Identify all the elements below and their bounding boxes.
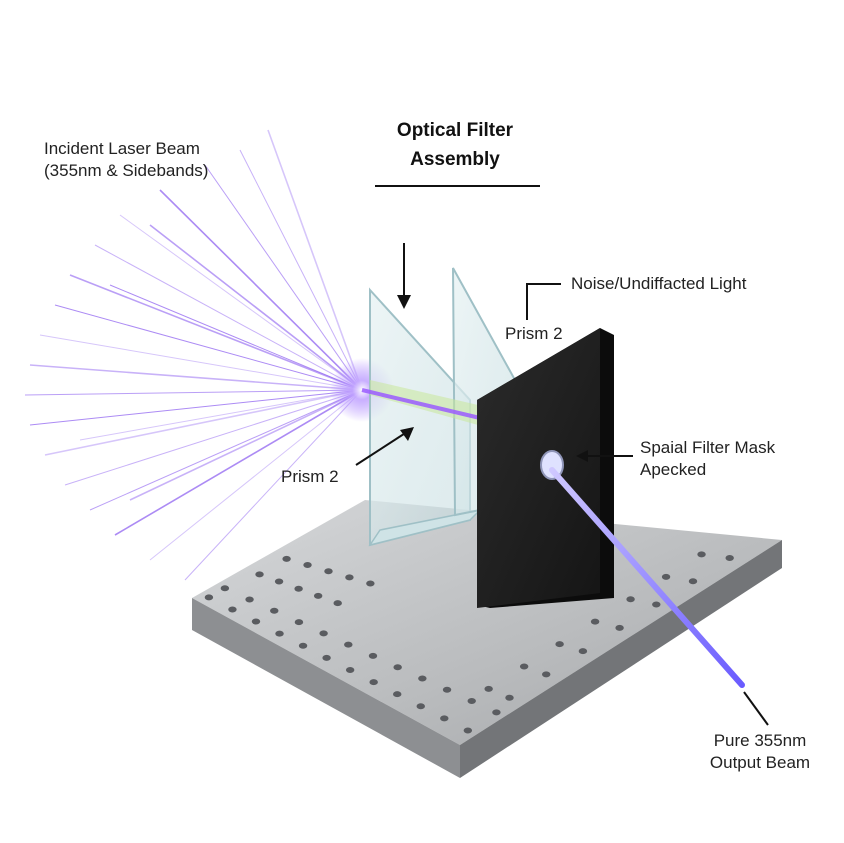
breadboard-hole bbox=[662, 574, 670, 580]
breadboard-hole bbox=[505, 695, 513, 701]
breadboard-hole bbox=[221, 585, 229, 591]
breadboard-hole bbox=[252, 619, 260, 625]
incident-ray bbox=[205, 165, 362, 390]
breadboard-hole bbox=[520, 664, 528, 670]
title-line-2: Assembly bbox=[360, 145, 550, 174]
title-line-1: Optical Filter bbox=[360, 116, 550, 145]
breadboard-hole bbox=[725, 555, 733, 561]
breadboard-hole bbox=[319, 630, 327, 636]
breadboard-hole bbox=[275, 579, 283, 585]
breadboard-hole bbox=[468, 698, 476, 704]
breadboard-hole bbox=[275, 631, 283, 637]
incident-ray bbox=[25, 390, 362, 395]
incident-ray bbox=[45, 390, 362, 455]
incident-ray bbox=[268, 130, 362, 390]
output-label-line-1: Pure 355nm bbox=[690, 730, 830, 752]
breadboard-hole bbox=[205, 594, 213, 600]
breadboard-hole bbox=[346, 667, 354, 673]
prism-lower-label: Prism 2 bbox=[281, 466, 339, 488]
breadboard-hole bbox=[245, 597, 253, 603]
breadboard-hole bbox=[270, 608, 278, 614]
incident-ray bbox=[95, 245, 362, 390]
noise-leader-line bbox=[527, 284, 561, 320]
incident-ray bbox=[150, 225, 362, 390]
breadboard-hole bbox=[626, 596, 634, 602]
breadboard-hole bbox=[484, 686, 492, 692]
breadboard-hole bbox=[440, 715, 448, 721]
breadboard-hole bbox=[324, 568, 332, 574]
breadboard-hole bbox=[464, 728, 472, 734]
spatial-filter-label: Spaial Filter Mask Apecked bbox=[640, 437, 775, 481]
incident-ray bbox=[55, 305, 362, 390]
breadboard-hole bbox=[366, 581, 374, 587]
output-beam-label: Pure 355nm Output Beam bbox=[690, 730, 830, 774]
breadboard-hole bbox=[615, 625, 623, 631]
breadboard-hole bbox=[418, 675, 426, 681]
mask-label-line-2: Apecked bbox=[640, 459, 775, 481]
incident-beam-label: Incident Laser Beam (355nm & Sidebands) bbox=[44, 138, 208, 182]
breadboard-hole bbox=[542, 671, 550, 677]
breadboard-hole bbox=[417, 703, 425, 709]
incident-label-line-1: Incident Laser Beam bbox=[44, 138, 208, 160]
breadboard-hole bbox=[334, 600, 342, 606]
prism-upper-label: Prism 2 bbox=[505, 323, 563, 345]
incident-ray bbox=[160, 190, 362, 390]
breadboard-hole bbox=[579, 648, 587, 654]
incident-ray bbox=[90, 390, 362, 510]
breadboard-hole bbox=[393, 691, 401, 697]
breadboard-hole bbox=[228, 606, 236, 612]
breadboard-hole bbox=[689, 578, 697, 584]
breadboard-hole bbox=[282, 556, 290, 562]
breadboard-hole bbox=[295, 619, 303, 625]
breadboard-hole bbox=[345, 574, 353, 580]
diagram-title: Optical Filter Assembly bbox=[360, 116, 550, 174]
incident-ray bbox=[120, 215, 362, 390]
breadboard-hole bbox=[299, 643, 307, 649]
incident-ray bbox=[240, 150, 362, 390]
breadboard-hole bbox=[255, 571, 263, 577]
breadboard-hole bbox=[393, 664, 401, 670]
breadboard-hole bbox=[652, 602, 660, 608]
breadboard-hole bbox=[344, 642, 352, 648]
breadboard-hole bbox=[322, 655, 330, 661]
breadboard-hole bbox=[591, 619, 599, 625]
breadboard-hole bbox=[492, 709, 500, 715]
breadboard-hole bbox=[369, 679, 377, 685]
mask-label-line-1: Spaial Filter Mask bbox=[640, 437, 775, 459]
breadboard-hole bbox=[697, 551, 705, 557]
breadboard-hole bbox=[303, 562, 311, 568]
breadboard-hole bbox=[314, 593, 322, 599]
breadboard-hole bbox=[369, 653, 377, 659]
assembly-pointer-arrow bbox=[397, 243, 411, 309]
output-leader-line bbox=[744, 692, 768, 725]
output-label-line-2: Output Beam bbox=[690, 752, 830, 774]
breadboard-hole bbox=[443, 687, 451, 693]
noise-label: Noise/Undiffacted Light bbox=[571, 273, 746, 295]
incident-laser-rays bbox=[25, 130, 362, 580]
incident-label-line-2: (355nm & Sidebands) bbox=[44, 160, 208, 182]
breadboard-hole bbox=[555, 641, 563, 647]
breadboard-hole bbox=[294, 586, 302, 592]
incident-ray bbox=[70, 275, 362, 390]
